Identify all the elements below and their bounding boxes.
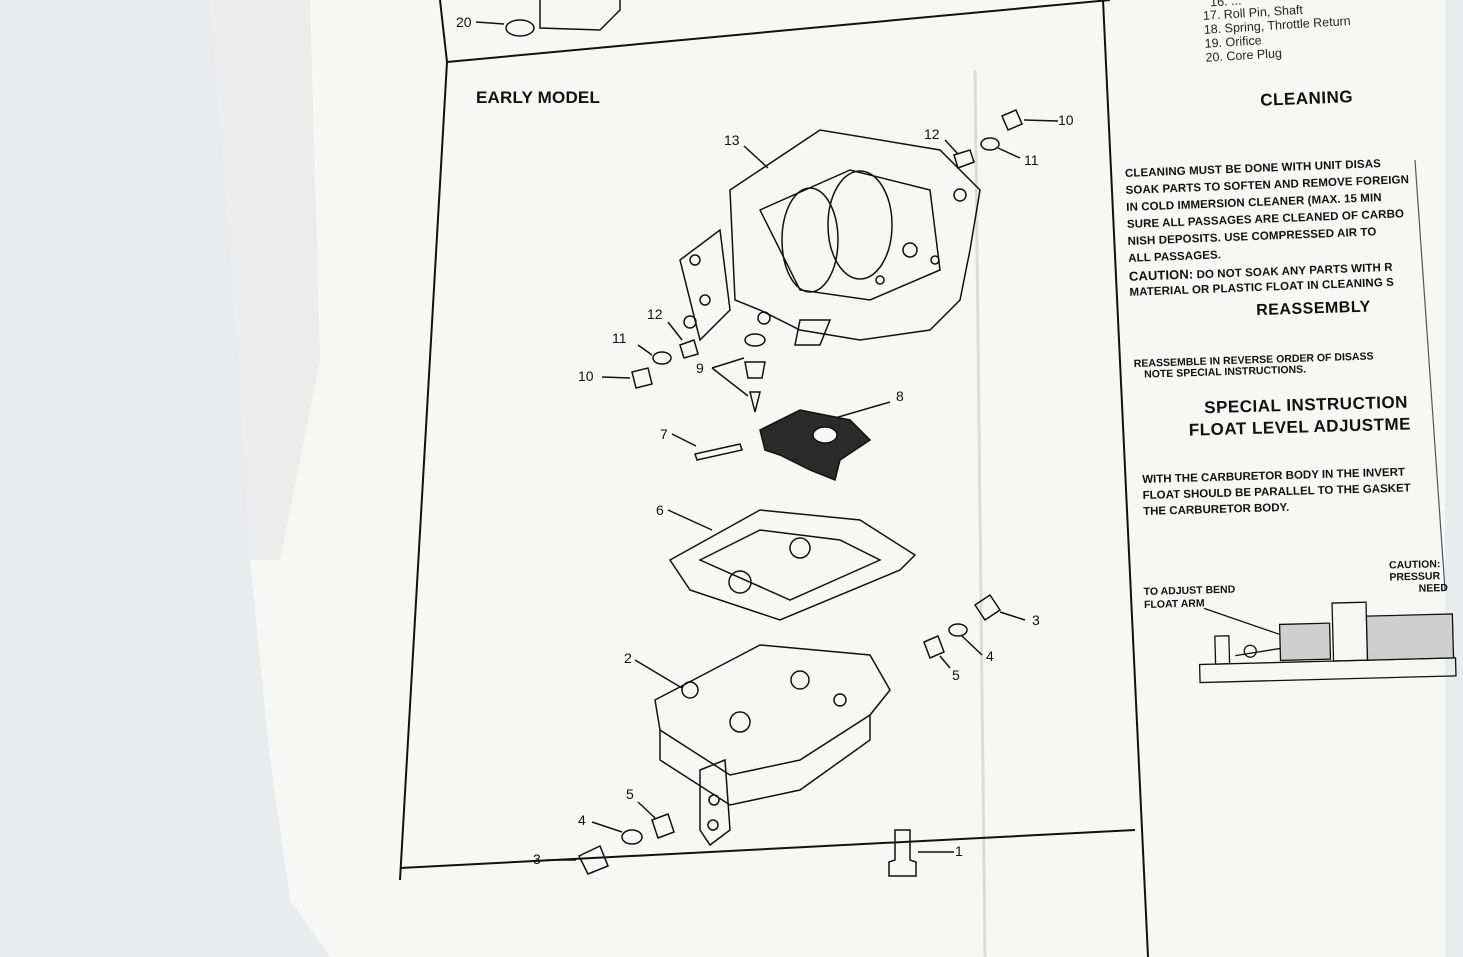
float-level-diagram: TO ADJUST BEND FLOAT ARM CAUTION: PRESSU…: [1143, 558, 1457, 696]
screw-part: [631, 367, 653, 389]
float-bowl-part: [654, 644, 891, 847]
carburetor-body-part: [679, 129, 981, 346]
callout-12: 12: [924, 126, 940, 142]
callout-9: 9: [696, 360, 704, 376]
reassembly-heading: REASSEMBLY: [1255, 298, 1372, 320]
callout-5: 5: [952, 667, 960, 683]
callout-5: 5: [626, 786, 634, 802]
callout-13: 13: [724, 132, 740, 148]
callout-11: 11: [1024, 152, 1039, 168]
caution-label: CAUTION:: [1128, 266, 1194, 284]
screw-part: [888, 829, 917, 877]
callout-2: 2: [624, 650, 632, 666]
callout-4: 4: [578, 812, 586, 828]
callout-6: 6: [656, 502, 664, 518]
screw-part: [1001, 109, 1023, 131]
callout-7: 7: [660, 426, 668, 442]
screw-part: [577, 844, 609, 875]
callout-1: 1: [955, 843, 963, 859]
float-arm-drawing: [1198, 601, 1457, 684]
callout-12: 12: [647, 306, 663, 322]
pin-part: [694, 443, 743, 461]
callout-10: 10: [578, 368, 594, 384]
callout-20: 20: [456, 14, 472, 30]
frame-bottom-line: [399, 829, 1136, 869]
screw-part: [923, 635, 945, 659]
cleaning-heading: CLEANING: [1259, 87, 1354, 110]
callout-11: 11: [612, 330, 627, 346]
float-part: [759, 409, 872, 482]
callout-4: 4: [986, 648, 994, 664]
core-plug-part: [505, 19, 535, 37]
callout-10: 10: [1058, 112, 1074, 128]
gasket-part: [668, 509, 917, 621]
callout-3: 3: [533, 851, 541, 867]
callout-3: 3: [1032, 612, 1040, 628]
callout-8: 8: [896, 388, 904, 404]
screw-part: [651, 813, 675, 839]
screw-part: [973, 593, 1002, 622]
screw-part: [953, 149, 975, 169]
early-model-title: EARLY MODEL: [476, 88, 601, 107]
screw-part: [679, 339, 699, 359]
